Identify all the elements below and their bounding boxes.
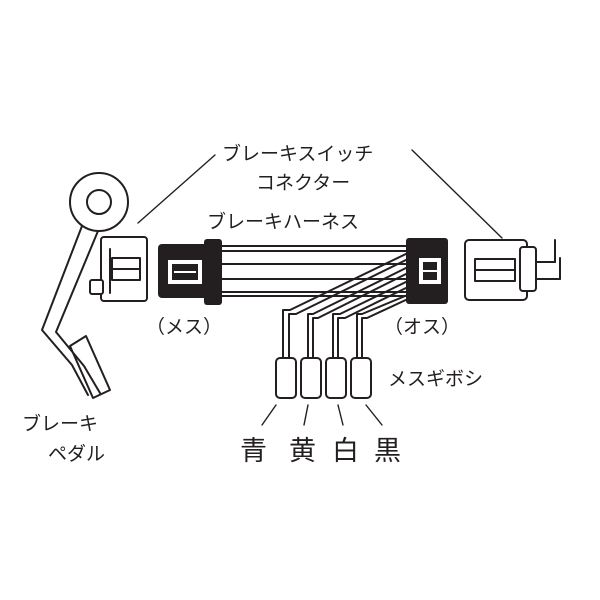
brake-switch-left	[89, 236, 148, 302]
brake-pedal-label-line2: ペダル	[48, 443, 105, 465]
wire-color-white: 白	[332, 436, 359, 467]
switch-connector-leader-right	[411, 149, 503, 239]
switch-connector-label-line2: コネクター	[256, 172, 350, 194]
male-connector	[406, 238, 448, 304]
wire-color-yellow: 黄	[289, 436, 316, 467]
color-leaders	[261, 404, 383, 426]
female-terminal-label: メスギボシ	[388, 368, 483, 390]
wire-color-blue: 青	[240, 436, 267, 467]
female-connector	[158, 239, 222, 305]
switch-connector-label-line1: ブレーキスイッチ	[222, 142, 373, 165]
brake-pedal	[41, 172, 129, 399]
brake-harness-label: ブレーキハーネス	[207, 210, 359, 233]
female-terminals	[275, 357, 372, 399]
brake-switch-right	[464, 239, 561, 301]
wire-color-black: 黒	[374, 436, 401, 467]
branch-wires	[282, 251, 411, 359]
male-label: （オス）	[384, 316, 460, 338]
harness-wires	[221, 245, 409, 297]
female-label: （メス）	[146, 316, 222, 338]
switch-connector-leader-left	[137, 154, 216, 224]
brake-pedal-label-line1: ブレーキ	[22, 412, 98, 435]
